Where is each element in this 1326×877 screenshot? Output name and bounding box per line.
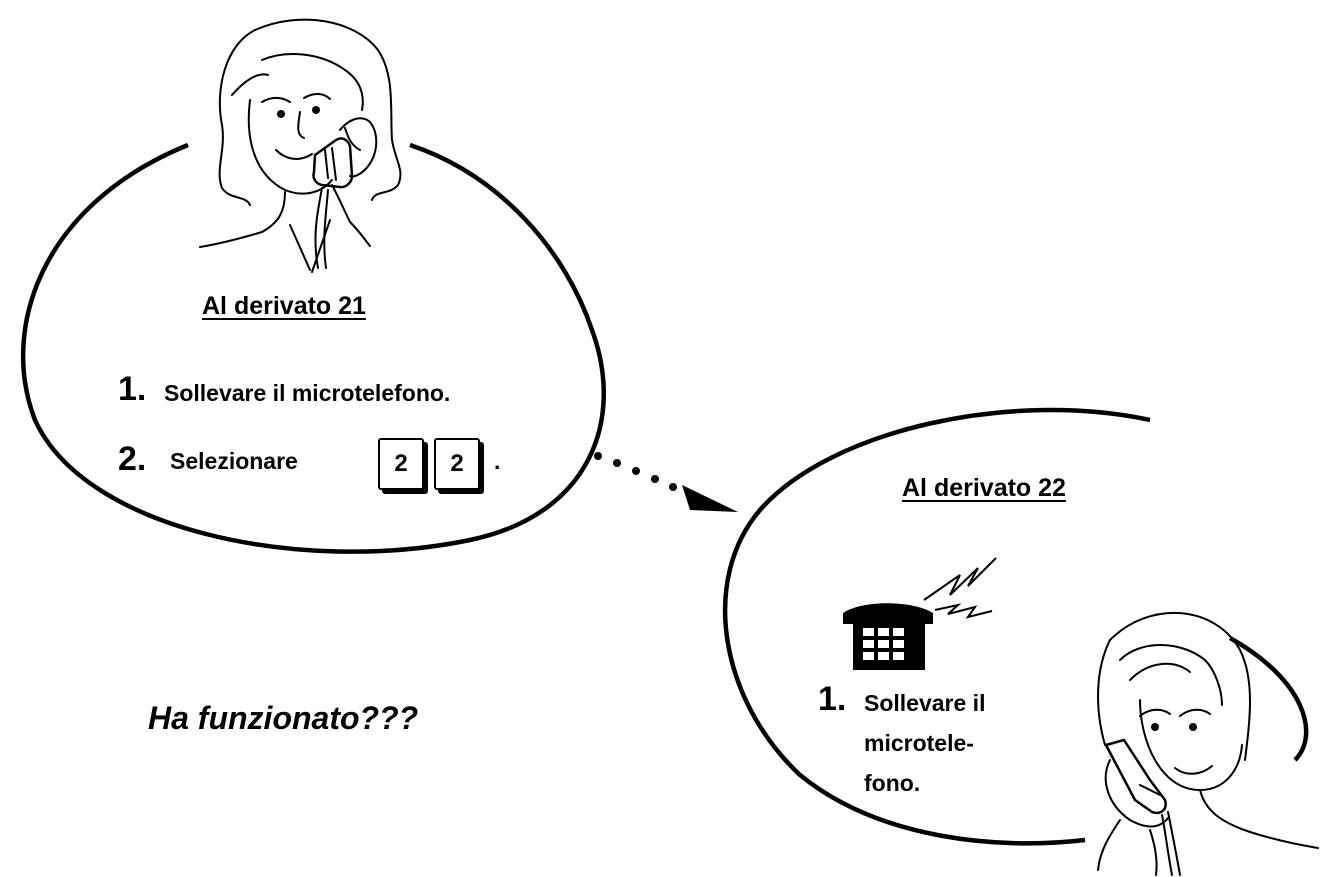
caller-step-1-text: Sollevare il microtelefono. <box>164 380 451 406</box>
receiver-step-1-line-2: microtele- <box>864 730 974 756</box>
question-text: Ha funzionato??? <box>148 700 419 736</box>
caller-heading: Al derivato 21 <box>202 292 366 320</box>
receiver-eyes <box>1151 723 1197 731</box>
receiver-heading: Al derivato 22 <box>902 474 1066 502</box>
caller-step-2-suffix: . <box>494 448 501 474</box>
caller-step-2-text: Selezionare <box>170 448 298 474</box>
receiver-step-1-number: 1. <box>818 680 847 718</box>
caller-bubble <box>21 142 606 554</box>
ringing-telephone-icon <box>843 557 997 670</box>
receiver-step-1-line-3: fono. <box>864 770 921 796</box>
caller-woman-illustration <box>199 18 402 273</box>
receiver-bubble <box>1228 636 1309 762</box>
receiver-woman-illustration <box>1097 611 1319 876</box>
dial-key-2: 2 <box>434 438 480 490</box>
caller-step-2-number: 2. <box>118 440 147 478</box>
caller-step-1-number: 1. <box>118 370 147 408</box>
dotted-arrow <box>594 452 738 512</box>
receiver-bubble <box>722 407 1151 846</box>
receiver-step-1-line-1: Sollevare il <box>864 690 986 716</box>
dial-key-2: 2 <box>378 438 424 490</box>
caller-eyes <box>277 106 320 118</box>
